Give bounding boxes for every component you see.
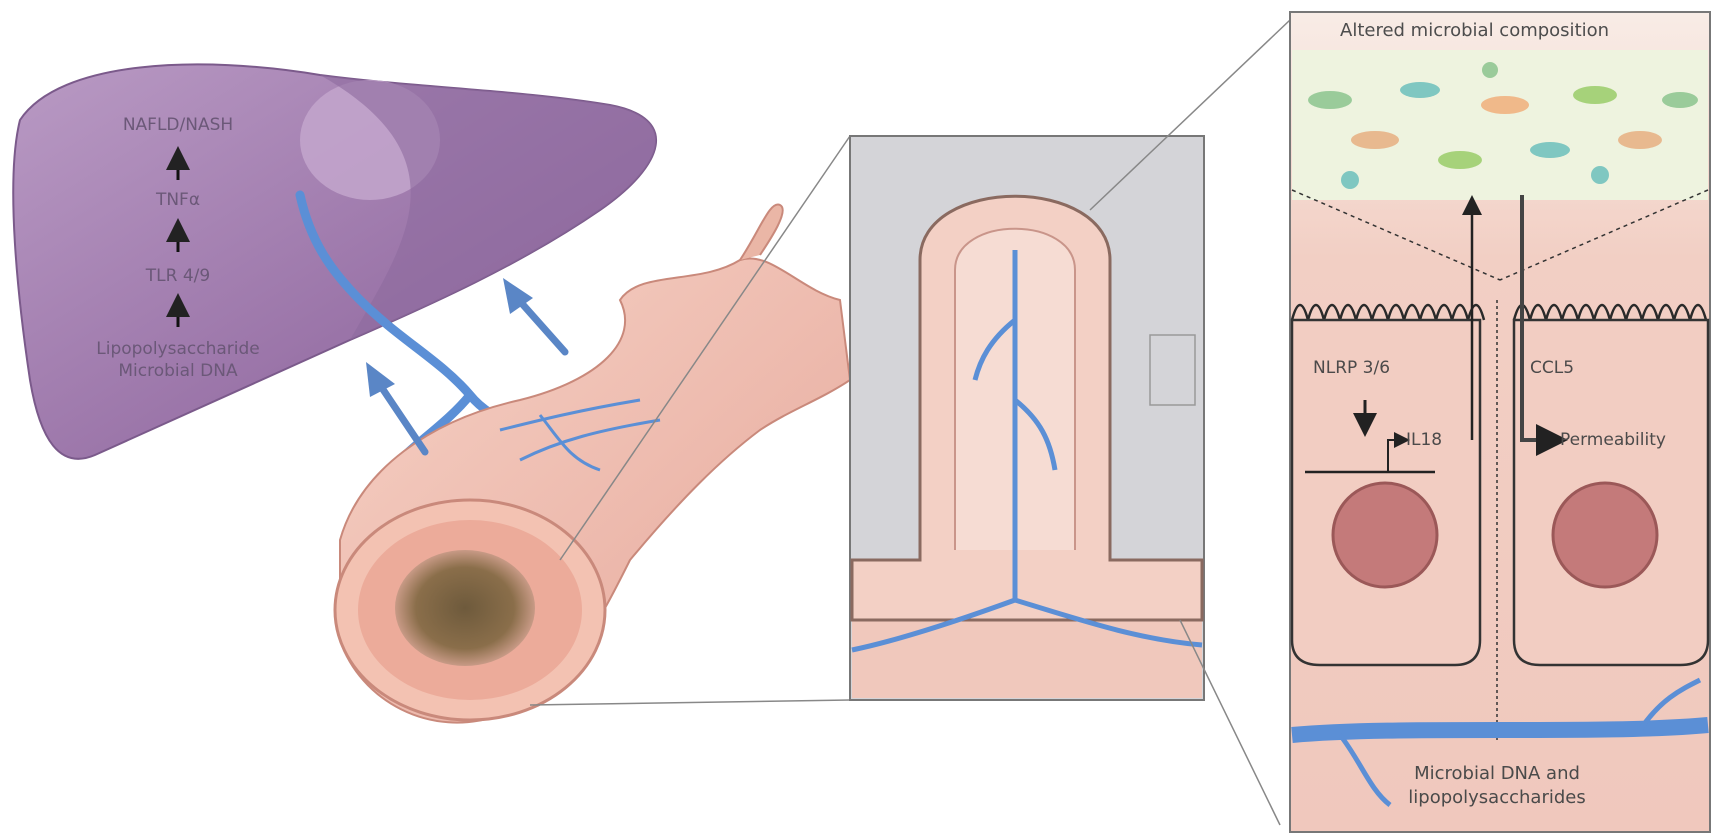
epithelium-panel (1290, 12, 1710, 832)
liver-label-tnf: TNFα (156, 190, 200, 210)
flow-arrow-1 (366, 362, 425, 452)
liver-label-nafld: NAFLD/NASH (123, 115, 233, 135)
flow-arrow-2 (503, 278, 565, 352)
liver-source-line2: Microbial DNA (96, 360, 259, 382)
bottom-line2: lipopolysaccharides (1408, 786, 1585, 810)
panel-title: Altered microbial composition (1340, 20, 1609, 41)
ccl5-label: CCL5 (1530, 358, 1574, 378)
liver-label-source: Lipopolysaccharide Microbial DNA (96, 338, 259, 382)
liver-source-line1: Lipopolysaccharide (96, 338, 259, 360)
il18-label: IL18 (1406, 430, 1442, 450)
nlrp-label: NLRP 3/6 (1313, 358, 1390, 378)
bottom-line1: Microbial DNA and (1408, 762, 1585, 786)
microbiota-cluster (1292, 50, 1708, 200)
permeability-label: Permeability (1560, 430, 1666, 450)
villus-panel (850, 136, 1204, 700)
liver-label-tlr: TLR 4/9 (146, 266, 210, 286)
bottom-label: Microbial DNA and lipopolysaccharides (1408, 762, 1585, 810)
